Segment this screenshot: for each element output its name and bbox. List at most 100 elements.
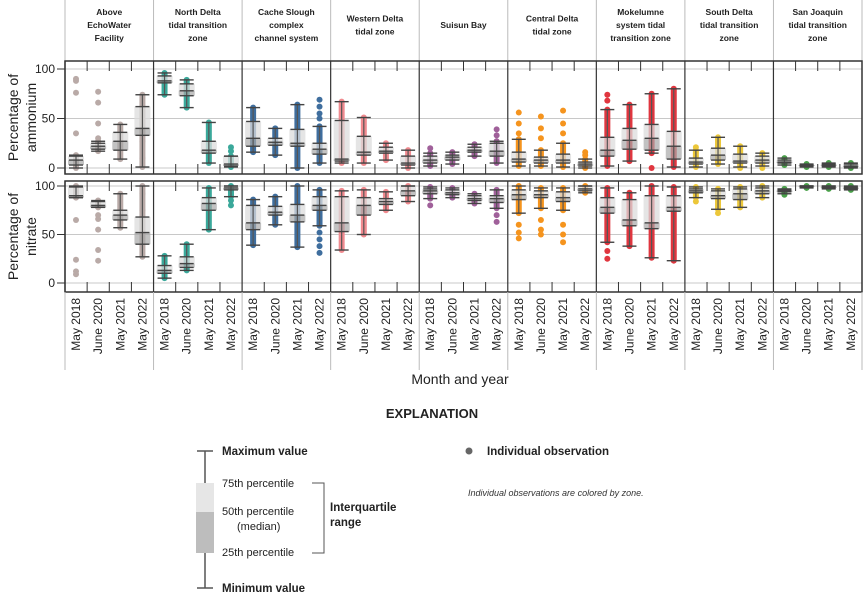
legend-min-label: Minimum value: [222, 583, 305, 595]
observation-point: [715, 210, 722, 217]
observation-point: [537, 216, 544, 223]
zone-title: tidal transition: [788, 20, 847, 30]
observation-point: [316, 103, 323, 110]
observation-point: [515, 235, 522, 242]
legend-iqr-label-1: Interquartile: [330, 502, 396, 514]
x-tick-label: May 2022: [755, 298, 769, 351]
legend-iqr-label-2: range: [330, 517, 361, 529]
observation-point: [493, 218, 500, 225]
zone-title: Facility: [95, 33, 125, 43]
observation-point: [604, 255, 611, 262]
x-axis-label: Month and year: [411, 371, 509, 387]
x-tick-label: May 2022: [578, 298, 592, 351]
zone-title: tidal transition: [700, 20, 759, 30]
zone-title: complex: [269, 20, 304, 30]
x-tick-label: May 2021: [379, 298, 393, 351]
observation-point: [537, 231, 544, 238]
observation-point: [316, 229, 323, 236]
legend-p25-label: 25th percentile: [222, 547, 294, 559]
x-tick-label: May 2022: [135, 298, 149, 351]
x-tick-label: June 2020: [180, 298, 194, 354]
x-tick-label: June 2020: [445, 298, 459, 354]
y-axis-label: nitrate: [23, 217, 39, 256]
zone-title: tidal zone: [532, 27, 571, 37]
x-tick-label: May 2021: [733, 298, 747, 351]
x-tick-label: May 2022: [224, 298, 238, 351]
legend-p75-label: 75th percentile: [222, 478, 294, 490]
observation-point: [95, 120, 102, 127]
observation-point: [648, 165, 655, 171]
zone-title: tidal transition: [169, 20, 228, 30]
x-tick-label: May 2018: [69, 298, 83, 351]
y-tick-label: 50: [42, 112, 56, 126]
zone-title: Mokelumne: [617, 7, 664, 17]
zone-title: tidal zone: [355, 27, 394, 37]
legend-p50-label: 50th percentile: [222, 506, 294, 518]
observation-point: [95, 88, 102, 95]
observation-point: [227, 202, 234, 209]
observation-point: [692, 198, 699, 205]
zone-title: Cache Slough: [258, 7, 315, 17]
y-axis-label: Percentage of: [5, 74, 21, 161]
observation-point: [515, 120, 522, 127]
observation-point: [73, 130, 79, 137]
observation-point: [560, 239, 567, 246]
x-tick-label: June 2020: [357, 298, 371, 354]
x-tick-label: May 2022: [490, 298, 504, 351]
zone-title: Central Delta: [526, 14, 579, 24]
x-tick-label: May 2018: [600, 298, 614, 351]
legend-lower-iqr: [196, 512, 214, 553]
observation-point: [73, 256, 79, 263]
zone-title: North Delta: [175, 7, 221, 17]
x-tick-label: May 2022: [844, 298, 858, 351]
legend-obs-label: Individual observation: [487, 446, 609, 458]
zone-title: Above: [96, 7, 122, 17]
x-tick-label: May 2021: [468, 298, 482, 351]
zone-title: zone: [808, 33, 828, 43]
observation-point: [537, 113, 544, 120]
observation-point: [427, 145, 434, 152]
observation-point: [560, 221, 567, 228]
observation-point: [560, 231, 567, 238]
observation-point: [73, 271, 79, 278]
observation-point: [537, 226, 544, 233]
observation-point: [560, 130, 567, 137]
x-tick-label: May 2021: [290, 298, 304, 351]
y-tick-label: 100: [35, 179, 55, 193]
observation-point: [73, 89, 79, 96]
legend-max-label: Maximum value: [222, 446, 308, 458]
zone-title: Suisun Bay: [440, 20, 487, 30]
observation-point: [427, 202, 434, 209]
observation-point: [316, 236, 323, 243]
x-tick-label: May 2018: [246, 298, 260, 351]
x-tick-label: May 2018: [158, 298, 172, 351]
observation-dot-icon: [465, 447, 473, 455]
x-tick-label: May 2018: [335, 298, 349, 351]
iqr-bracket: [312, 482, 325, 554]
x-tick-label: May 2022: [313, 298, 327, 351]
x-tick-label: May 2022: [401, 298, 415, 351]
x-tick-label: May 2018: [423, 298, 437, 351]
x-tick-label: May 2018: [512, 298, 526, 351]
y-tick-label: 0: [48, 276, 55, 290]
legend-median-label: (median): [237, 521, 280, 533]
observation-point: [560, 107, 567, 114]
x-tick-label: May 2021: [202, 298, 216, 351]
observation-point: [316, 96, 323, 103]
zone-title: zone: [188, 33, 208, 43]
x-tick-label: May 2018: [689, 298, 703, 351]
panel-frame: [64, 60, 863, 175]
legend-note: Individual observations are colored by z…: [468, 488, 644, 498]
observation-point: [227, 148, 234, 155]
observation-point: [515, 221, 522, 228]
observation-point: [95, 215, 102, 222]
x-tick-label: June 2020: [534, 298, 548, 354]
explanation-title: EXPLANATION: [386, 406, 478, 421]
observation-point: [73, 216, 79, 223]
zone-title: channel system: [254, 33, 318, 43]
x-tick-label: May 2021: [822, 298, 836, 351]
observation-point: [95, 247, 102, 254]
x-tick-label: June 2020: [711, 298, 725, 354]
legend-upper-iqr: [196, 483, 214, 512]
